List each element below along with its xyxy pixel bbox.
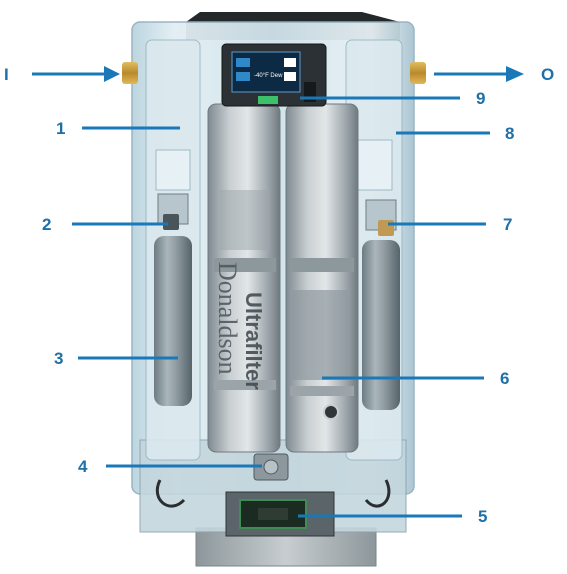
cable [364, 479, 391, 508]
product-name: Ultrafilter [241, 292, 266, 390]
inlet-port [122, 62, 138, 84]
status-led [258, 96, 278, 104]
inlet-arrow [32, 66, 120, 82]
callout-3: 3 [54, 349, 64, 368]
callout-2: 2 [42, 215, 52, 234]
right-column [345, 39, 403, 461]
inlet-label: I [4, 65, 9, 84]
left-column [145, 39, 201, 461]
callout-7: 7 [503, 215, 513, 234]
valve [378, 220, 394, 236]
callout-1: 1 [56, 119, 66, 138]
screen-button [284, 72, 296, 81]
callout-6: 6 [500, 369, 510, 388]
desiccant-towers [207, 103, 359, 453]
outlet-arrow [434, 66, 524, 82]
tower-gauge-icon [323, 404, 339, 420]
callout-8: 8 [505, 124, 515, 143]
center-valve [253, 453, 289, 481]
cable [155, 479, 186, 508]
screen-button [236, 72, 250, 81]
dryer-unit: Donaldson Ultrafilter -40°F Dew [122, 12, 426, 567]
valve [163, 214, 179, 230]
screen-button [236, 58, 250, 67]
bottom-module [225, 491, 335, 537]
outlet-label: O [541, 65, 555, 84]
callout-lines [72, 96, 490, 518]
brand-name: Donaldson [213, 262, 242, 375]
screen-button [284, 58, 296, 67]
callout-5: 5 [478, 507, 488, 526]
outlet-port [410, 62, 426, 84]
display-reading: -40°F Dew [254, 73, 283, 79]
callout-4: 4 [78, 457, 88, 476]
controller: -40°F Dew [221, 43, 327, 107]
callout-9: 9 [476, 89, 486, 108]
